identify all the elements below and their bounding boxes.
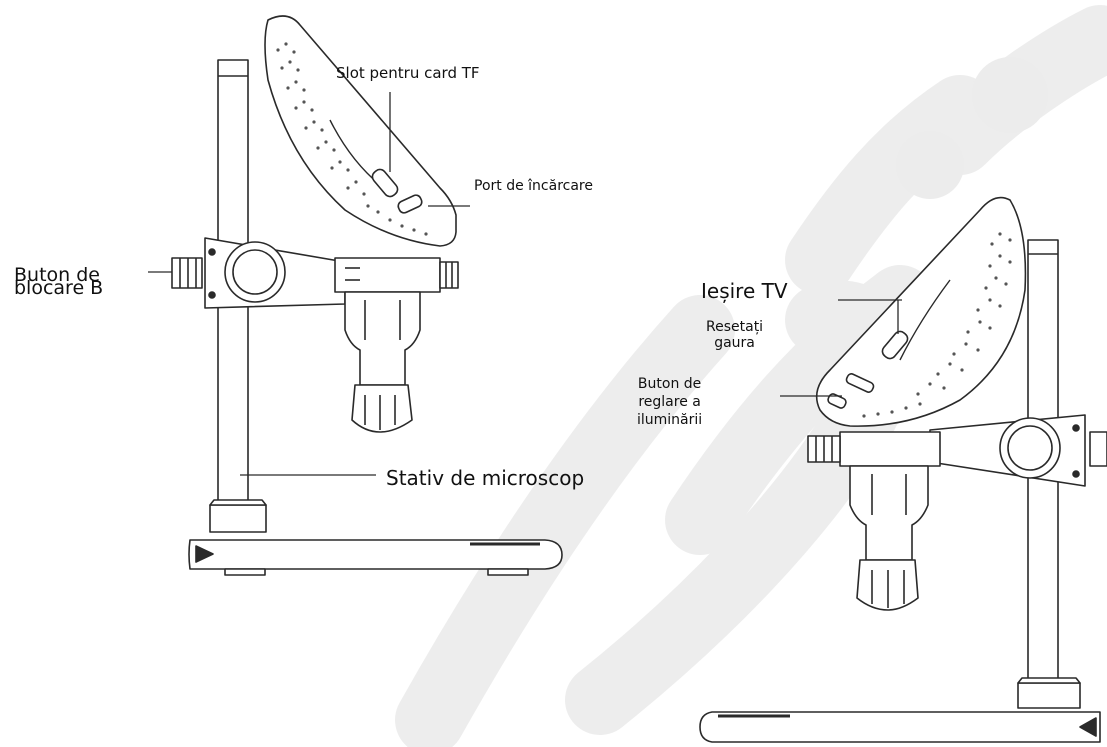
- label-lock-button: Buton de blocare B: [14, 266, 103, 298]
- label-light-line2: reglare a: [638, 394, 701, 410]
- label-lock-button-line1: Buton de: [14, 264, 100, 286]
- right-screen-dots: [862, 232, 1012, 418]
- label-light-line3: iluminării: [637, 412, 703, 428]
- watermark-dot-1: [972, 57, 1048, 133]
- watermark: [395, 5, 1107, 747]
- label-tv-out: Ieșire TV: [701, 279, 788, 303]
- right-microscope: [699, 196, 1107, 743]
- label-light-line1: Buton de: [637, 376, 702, 392]
- label-tf-card-slot: Slot pentru card TF: [336, 64, 480, 82]
- right-screen: [815, 196, 1027, 427]
- left-lock-knob: [171, 257, 203, 289]
- left-screen: [264, 15, 457, 247]
- left-microscope: [171, 15, 563, 576]
- label-light-button: Buton de reglare a iluminării: [637, 377, 702, 427]
- label-microscope-stand: Stativ de microscop: [386, 466, 585, 490]
- left-screen-dots: [276, 42, 428, 236]
- label-charging-port: Port de încărcare: [474, 178, 593, 194]
- watermark-dot-2: [896, 131, 964, 199]
- left-base-plate: [188, 539, 563, 570]
- label-reset-line1: Resetați: [706, 319, 764, 335]
- label-reset-hole: Resetați gaura: [706, 320, 763, 350]
- left-lens-head: [351, 384, 413, 433]
- left-microscope-body: [344, 291, 421, 386]
- right-microscope-body: [849, 465, 929, 561]
- label-reset-line2: gaura: [714, 335, 755, 351]
- label-lock-button-line2: blocare B: [14, 277, 104, 299]
- leader-lines: [148, 92, 902, 476]
- right-base-plate: [699, 711, 1101, 743]
